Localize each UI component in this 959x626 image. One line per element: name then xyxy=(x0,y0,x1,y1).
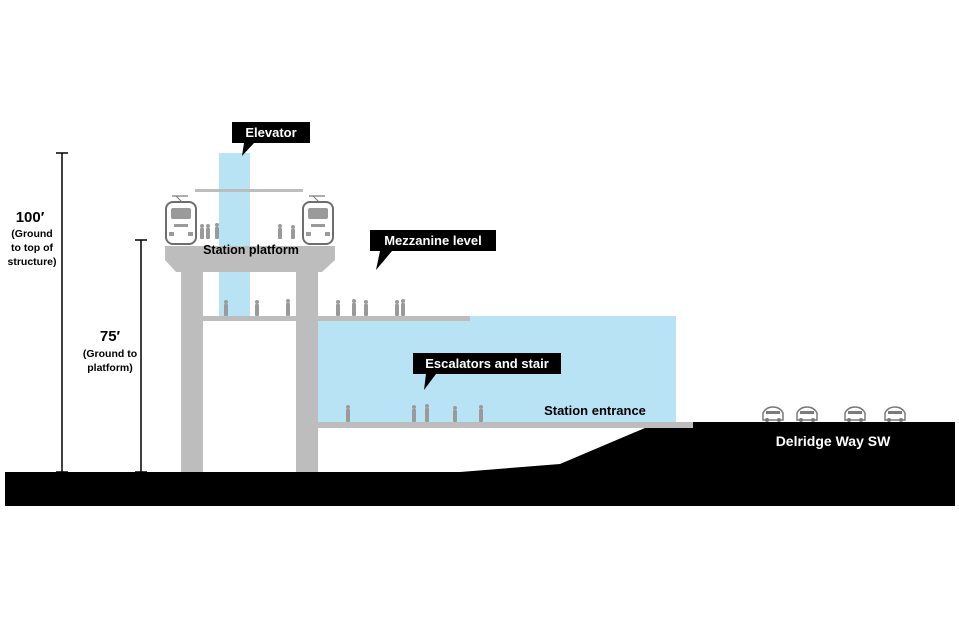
person-icon xyxy=(278,224,282,239)
elevator-shaft xyxy=(219,153,250,318)
dimension-line-75 xyxy=(135,239,147,473)
car-icon xyxy=(844,406,866,422)
person-icon xyxy=(224,300,228,316)
station-platform-label: Station platform xyxy=(203,243,299,257)
platform-canopy xyxy=(195,189,303,192)
dimension-line-100 xyxy=(56,152,68,473)
person-icon xyxy=(200,224,204,239)
total-height-note-line: to top of xyxy=(11,242,53,254)
person-icon xyxy=(255,300,259,316)
person-icon xyxy=(453,406,457,422)
callout-mezzanine-level: Mezzanine level xyxy=(370,230,496,270)
cars xyxy=(762,406,906,422)
person-icon xyxy=(286,299,290,316)
total-height-note-line: structure) xyxy=(7,256,56,268)
person-icon xyxy=(215,223,219,239)
car-icon xyxy=(796,406,818,422)
platform-height-note-line: platform) xyxy=(87,362,133,374)
person-icon xyxy=(479,405,483,422)
right-column xyxy=(296,272,318,472)
ground-terrain xyxy=(5,422,955,506)
street-label: Delridge Way SW xyxy=(776,433,891,449)
platform-height-note-line: (Ground to xyxy=(83,348,137,360)
mezzanine-level-label: Mezzanine level xyxy=(384,233,482,248)
person-icon xyxy=(401,299,405,316)
person-icon xyxy=(352,299,356,316)
train-right xyxy=(302,195,334,245)
person-icon xyxy=(412,405,416,422)
elevator-label: Elevator xyxy=(245,125,296,140)
station-entrance-label: Station entrance xyxy=(544,403,646,418)
train-left xyxy=(165,195,197,245)
total-height-note-line: (Ground xyxy=(11,228,52,240)
person-icon xyxy=(336,300,340,316)
person-icon xyxy=(346,405,350,422)
mezzanine-floor xyxy=(203,316,470,321)
person-icon xyxy=(206,224,210,239)
callout-elevator: Elevator xyxy=(232,122,310,156)
callout-escalators-and-stair: Escalators and stair xyxy=(413,353,561,390)
platform-deck xyxy=(165,246,335,272)
platform-height-value: 75′ xyxy=(100,328,121,345)
entrance-floor xyxy=(318,422,693,428)
left-column xyxy=(181,272,203,472)
person-icon xyxy=(395,300,399,316)
total-height-value: 100′ xyxy=(16,209,45,226)
car-icon xyxy=(762,406,784,422)
escalators-and-stair-label: Escalators and stair xyxy=(425,356,549,371)
people-figures xyxy=(200,223,483,422)
person-icon xyxy=(425,404,429,422)
person-icon xyxy=(364,300,368,316)
person-icon xyxy=(291,225,295,239)
car-icon xyxy=(884,406,906,422)
